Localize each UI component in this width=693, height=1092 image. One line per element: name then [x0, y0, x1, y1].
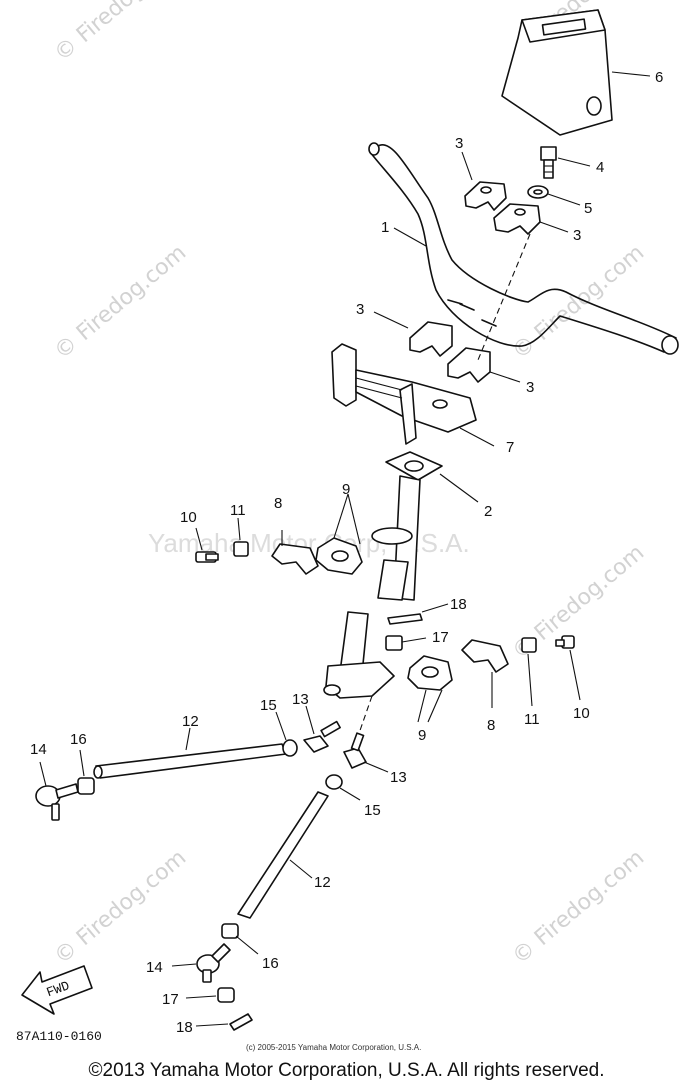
callout-7: 7 [506, 439, 514, 456]
callout-10: 10 [180, 509, 197, 526]
part-3-upper-holder-left [461, 151, 507, 211]
part-13-rod-end-right [343, 732, 389, 773]
part-3-lower-holder-right [447, 347, 521, 383]
callout-9: 9 [418, 727, 426, 744]
part-9-bushing-right [407, 655, 453, 723]
part-15-nut-left [275, 711, 298, 757]
part-18-cotter-pin-upper [387, 603, 449, 625]
callout-16: 16 [262, 955, 279, 972]
part-17-nut-lower [185, 987, 235, 1003]
callout-14: 14 [146, 959, 163, 976]
part-17-nut-upper [385, 635, 427, 651]
callout-13: 13 [292, 691, 309, 708]
part-2-steering-column [371, 451, 479, 601]
callout-13: 13 [390, 769, 407, 786]
footer-copyright: ©2013 Yamaha Motor Corporation, U.S.A. A… [88, 1060, 605, 1081]
part-13-rod-end-left [303, 705, 341, 753]
callout-8: 8 [487, 717, 495, 734]
part-1-handlebar [368, 142, 679, 355]
callout-3: 3 [573, 227, 581, 244]
part-12-tie-rod-right [237, 791, 329, 919]
callout-2: 2 [484, 503, 492, 520]
part-14-ball-joint-right [171, 943, 231, 983]
part-6-handlebar-pad [501, 9, 651, 136]
part-10-bolt-left [195, 527, 219, 563]
part-3-upper-holder-right [493, 203, 569, 235]
part-12-tie-rod-left [93, 727, 287, 779]
alignment-line [477, 233, 531, 361]
watermark-site: © Firedog.com [50, 845, 191, 969]
callout-5: 5 [584, 200, 592, 217]
callout-1: 1 [381, 219, 389, 236]
part-11-nut-left [233, 517, 249, 557]
fwd-arrow: FWD [21, 965, 93, 1015]
callout-15: 15 [364, 802, 381, 819]
callout-12: 12 [182, 713, 199, 730]
callout-layer: 6 3 4 5 3 1 3 3 7 2 9 8 11 10 18 17 9 8 … [30, 69, 663, 1036]
part-9-bushing-left [315, 493, 363, 575]
callout-9: 9 [342, 481, 350, 498]
callout-17: 17 [162, 991, 179, 1008]
callout-18: 18 [450, 596, 467, 613]
watermark-site: © Firedog.com [50, 240, 191, 364]
callout-6: 6 [655, 69, 663, 86]
callout-3: 3 [455, 135, 463, 152]
callout-10: 10 [573, 705, 590, 722]
watermark-site: © Firedog.com [50, 0, 191, 67]
part-4-bolt [540, 146, 591, 179]
part-11-nut-right [521, 637, 537, 707]
part-5-washer [527, 185, 581, 206]
callout-4: 4 [596, 159, 604, 176]
callout-3: 3 [356, 301, 364, 318]
callout-11: 11 [230, 502, 246, 519]
callout-18: 18 [176, 1019, 193, 1036]
part-10-bolt-right [555, 635, 581, 701]
small-copyright: (c) 2005-2015 Yamaha Motor Corporation, … [246, 1043, 421, 1052]
callout-15: 15 [260, 697, 277, 714]
callout-14: 14 [30, 741, 47, 758]
callout-11: 11 [524, 711, 540, 728]
part-18-cotter-pin-lower [195, 1013, 253, 1031]
part-2-steering-column-lower [323, 611, 395, 743]
part-14-ball-joint-left [35, 761, 79, 821]
part-15-nut-right [325, 774, 361, 801]
watermark-site: © Firedog.com [508, 845, 649, 969]
part-8-column-holder-right [461, 639, 509, 708]
diagram-code: 87A110-0160 [16, 1029, 102, 1044]
callout-3: 3 [526, 379, 534, 396]
callout-16: 16 [70, 731, 87, 748]
watermark-site: © Firedog.com [508, 240, 649, 364]
part-16-nut-right [221, 923, 259, 955]
part-8-column-holder-left [271, 530, 319, 575]
callout-8: 8 [274, 495, 282, 512]
part-3-lower-holder-left [373, 311, 453, 357]
callout-17: 17 [432, 629, 449, 646]
part-16-nut-left [77, 749, 95, 795]
callout-12: 12 [314, 874, 331, 891]
part-7-handle-crown-bracket [331, 343, 495, 447]
